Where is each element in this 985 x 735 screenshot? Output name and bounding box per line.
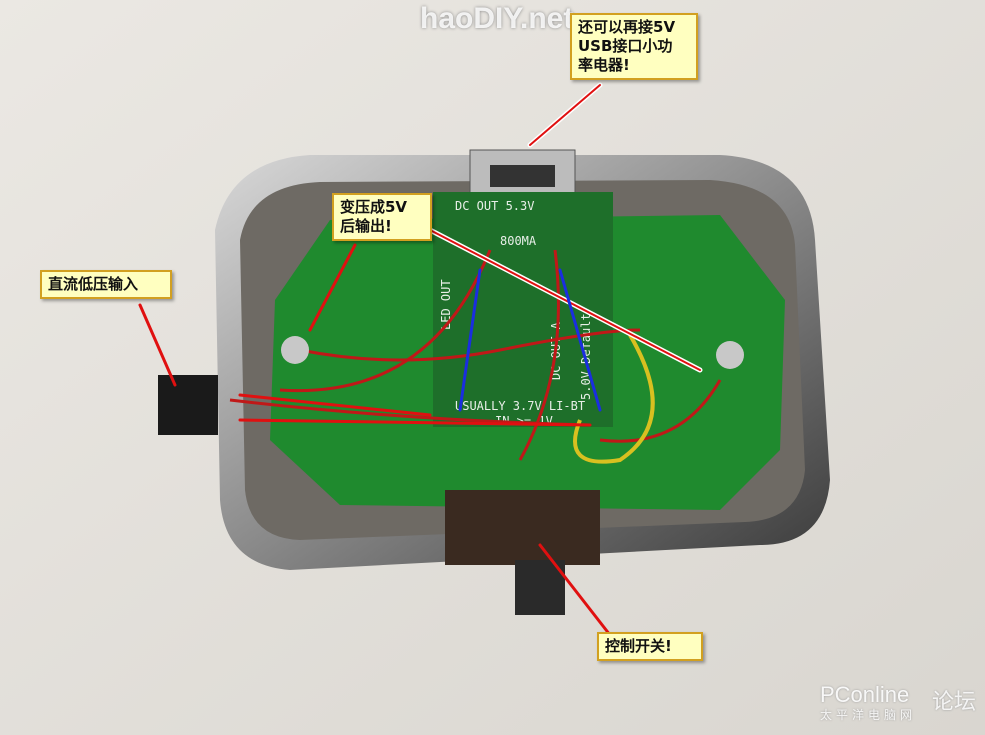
wires [229,249,722,464]
dc-input-jack [158,375,218,435]
pconline-logo: PConline [820,682,910,707]
pcb-current-label: 800MA [500,234,537,248]
pcb-led-out-label: LED OUT [439,279,453,330]
haodiy-watermark: haoDIY.net [420,2,574,35]
annotation-arrows [138,82,703,637]
callout-input: 直流低压输入 [40,270,172,299]
callout-usb: 还可以再接5V USB接口小功 率电器! [570,13,698,80]
callout-boost: 变压成5V 后输出! [332,193,432,241]
callout-switch: 控制开关! [597,632,703,661]
pcb-battery-label: USUALLY 3.7V LI-BT [455,399,585,413]
pcb-dc-out-label: DC OUT 5.3V [455,199,534,213]
forum-label: 论坛 [932,689,977,714]
pconline-subtitle: 太平洋电脑网 [820,708,917,722]
slide-switch [445,490,600,565]
